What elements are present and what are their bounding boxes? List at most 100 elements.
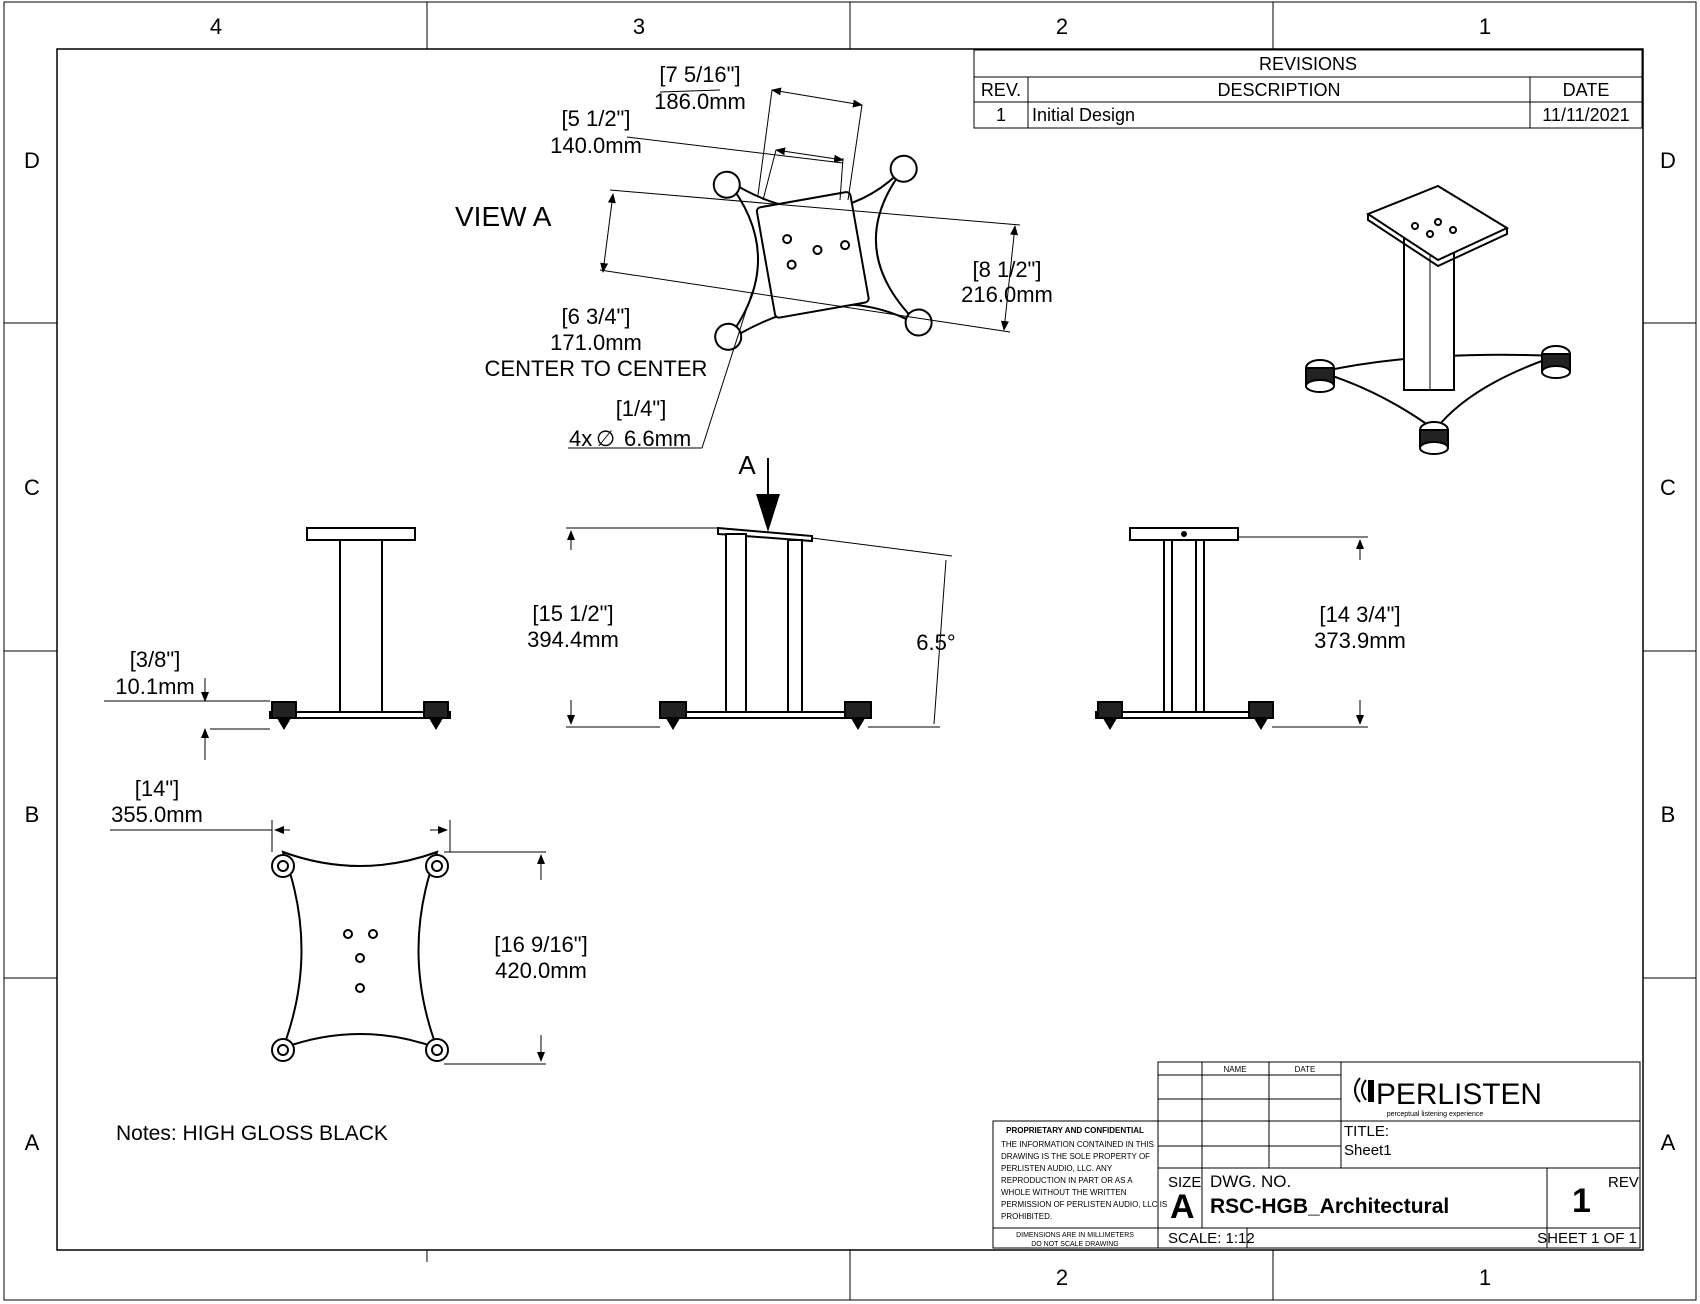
bottom-view-outline xyxy=(281,850,439,1050)
proprietary-block: PROPRIETARY AND CONFIDENTIAL THE INFORMA… xyxy=(1001,1126,1167,1248)
zone-col-1: 1 xyxy=(1479,14,1491,39)
zone-labels: 4 3 2 1 2 1 D C B A D C B A xyxy=(24,14,1676,1290)
company-tagline: perceptual listening experience xyxy=(1387,1111,1484,1118)
left-side-view xyxy=(104,527,451,760)
view-a-hole xyxy=(782,234,793,245)
sheet-frame xyxy=(3,1,1697,1301)
title-value: Sheet1 xyxy=(1344,1142,1392,1159)
proprietary-line: WHOLE WITHOUT THE WRITTEN xyxy=(1001,1188,1127,1197)
zone-col-2: 2 xyxy=(1056,14,1068,39)
view-a-dim-left-mm: 171.0mm xyxy=(550,330,642,355)
zone-row-c-right: C xyxy=(1660,475,1676,500)
dims-note-2: DO NOT SCALE DRAWING xyxy=(1031,1241,1119,1248)
zone-col-2-bottom: 2 xyxy=(1056,1265,1068,1290)
rev-value: 1 xyxy=(1572,1182,1591,1220)
right-side-view xyxy=(1095,527,1368,730)
isometric-view xyxy=(1305,184,1571,455)
front-view-dim-mm: 394.4mm xyxy=(527,627,619,652)
company-name: PERLISTEN xyxy=(1376,1078,1542,1111)
right-view-foot xyxy=(1248,701,1274,719)
right-view-foot xyxy=(1097,701,1123,719)
perlisten-logo: PERLISTEN perceptual listening experienc… xyxy=(1354,1077,1542,1118)
view-a: VIEW A xyxy=(455,62,1053,451)
sheet-value: SHEET 1 OF 1 xyxy=(1537,1230,1637,1247)
dims-note-1: DIMENSIONS ARE IN MILLIMETERS xyxy=(1016,1232,1134,1239)
proprietary-line: REPRODUCTION IN PART OR AS A xyxy=(1001,1176,1133,1185)
drawing-notes: Notes: HIGH GLOSS BLACK xyxy=(116,1122,388,1145)
view-a-hole-in: [1/4"] xyxy=(616,396,667,421)
zone-row-d-left: D xyxy=(24,148,40,173)
iso-hole xyxy=(1426,230,1434,238)
title-block-col-date: DATE xyxy=(1295,1065,1316,1074)
zone-row-d-right: D xyxy=(1660,148,1676,173)
scale-value: SCALE: 1:12 xyxy=(1168,1230,1255,1247)
view-a-dim-top-in: [7 5/16"] xyxy=(659,62,740,87)
view-a-hole-prefix: 4x xyxy=(569,426,592,451)
title-label: TITLE: xyxy=(1344,1123,1389,1140)
view-a-label: VIEW A xyxy=(455,201,552,232)
zone-row-a-left: A xyxy=(25,1130,40,1155)
view-a-center-note: CENTER TO CENTER xyxy=(485,356,708,381)
view-a-hole xyxy=(812,244,823,255)
left-view-dim-mm: 10.1mm xyxy=(115,674,194,699)
zone-col-1-bottom: 1 xyxy=(1479,1265,1491,1290)
zone-col-4: 4 xyxy=(210,14,222,39)
view-a-dim-mid-mm: 140.0mm xyxy=(550,133,642,158)
revisions-header-date: DATE xyxy=(1563,80,1610,100)
bottom-view-height-in: [16 9/16"] xyxy=(494,932,587,957)
view-a-hole-symbol: ∅ xyxy=(596,426,615,451)
proprietary-line: THE INFORMATION CONTAINED IN THIS xyxy=(1001,1140,1154,1149)
bottom-view-hole xyxy=(355,953,365,963)
title-block xyxy=(992,1061,1641,1249)
proprietary-line: PERLISTEN AUDIO, LLC. ANY xyxy=(1001,1164,1113,1173)
bottom-view xyxy=(110,820,546,1065)
view-a-hole xyxy=(840,240,851,251)
front-view-angle: 6.5° xyxy=(916,630,955,655)
front-view-dim-in: [15 1/2"] xyxy=(532,601,613,626)
bottom-view-hole xyxy=(368,929,378,939)
zone-row-a-right: A xyxy=(1661,1130,1676,1155)
revisions-header-description: DESCRIPTION xyxy=(1217,80,1340,100)
revisions-table: REVISIONS REV. DESCRIPTION DATE 1 Initia… xyxy=(973,49,1643,129)
zone-row-b-left: B xyxy=(25,802,40,827)
view-a-dim-mid-in: [5 1/2"] xyxy=(562,106,631,131)
left-view-dim-in: [3/8"] xyxy=(130,647,181,672)
proprietary-line: DRAWING IS THE SOLE PROPERTY OF xyxy=(1001,1152,1150,1161)
proprietary-title: PROPRIETARY AND CONFIDENTIAL xyxy=(1006,1126,1144,1135)
view-a-foot xyxy=(889,154,918,183)
revision-row-rev: 1 xyxy=(996,105,1006,125)
proprietary-line: PERMISSION OF PERLISTEN AUDIO, LLC IS xyxy=(1001,1200,1167,1209)
zone-row-c-left: C xyxy=(24,475,40,500)
bottom-view-height-mm: 420.0mm xyxy=(495,958,587,983)
view-a-dim-right-mm: 216.0mm xyxy=(961,282,1053,307)
view-a-dim-left-in: [6 3/4"] xyxy=(562,304,631,329)
front-view-foot xyxy=(659,701,687,719)
bottom-view-hole xyxy=(343,929,353,939)
front-view xyxy=(566,458,953,730)
zone-col-3: 3 xyxy=(633,14,645,39)
proprietary-line: PROHIBITED. xyxy=(1001,1212,1052,1221)
iso-hole xyxy=(1411,222,1419,230)
view-a-top-plate xyxy=(755,191,870,319)
rev-label: REV xyxy=(1608,1174,1639,1191)
revision-row-description: Initial Design xyxy=(1032,105,1135,125)
dwg-label: DWG. NO. xyxy=(1210,1172,1291,1191)
view-a-hole xyxy=(786,259,797,270)
view-a-dim-right-in: [8 1/2"] xyxy=(973,257,1042,282)
title-block-col-name: NAME xyxy=(1223,1065,1246,1074)
iso-hole xyxy=(1434,218,1442,226)
right-view-dim-in: [14 3/4"] xyxy=(1319,602,1400,627)
view-a-dim-top-mm: 186.0mm xyxy=(654,89,746,114)
dwg-value: RSC-HGB_Architectural xyxy=(1210,1195,1449,1218)
revisions-title: REVISIONS xyxy=(1259,54,1357,74)
zone-row-b-right: B xyxy=(1661,802,1676,827)
bottom-view-width-mm: 355.0mm xyxy=(111,802,203,827)
revisions-header-rev: REV. xyxy=(981,80,1021,100)
left-view-foot xyxy=(423,701,449,719)
left-view-foot xyxy=(271,701,297,719)
logo-mark-icon xyxy=(1354,1077,1361,1103)
iso-hole xyxy=(1449,226,1457,234)
view-a-foot xyxy=(714,322,743,351)
front-view-foot xyxy=(844,701,872,719)
